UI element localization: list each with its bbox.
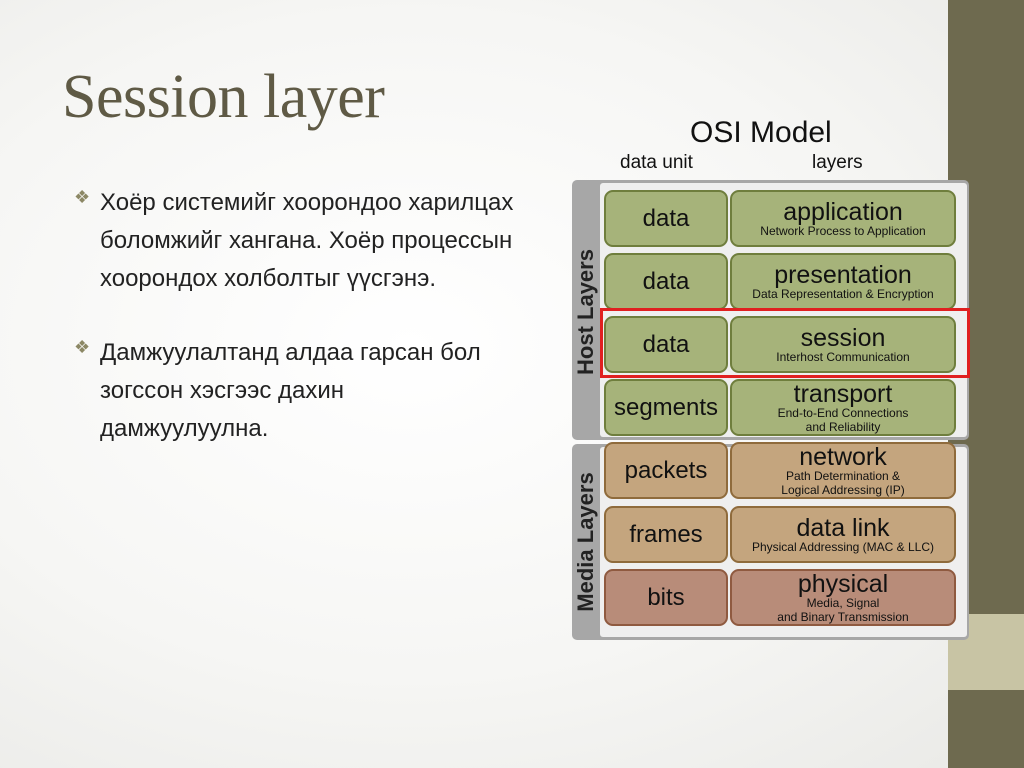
layer-name: transport: [793, 379, 893, 408]
layer-box-application: application Network Process to Applicati…: [730, 190, 956, 247]
layer-desc: Interhost Communication: [776, 349, 910, 364]
layer-name: application: [783, 197, 903, 226]
layer-desc: and Reliability: [805, 419, 881, 434]
media-layers-label: Media Layers: [573, 472, 598, 612]
layer-desc: Physical Addressing (MAC & LLC): [751, 539, 935, 554]
data-unit-box: segments: [604, 379, 728, 436]
bullet-text: Хоёр системийг хоорондоо харилцах боломж…: [100, 189, 514, 292]
data-unit-box: frames: [604, 506, 728, 563]
bullet-text: Дамжуулалтанд алдаа гарсан бол зогссон х…: [100, 339, 481, 442]
data-unit-box: data: [604, 316, 728, 373]
layers-header: layers: [812, 152, 863, 173]
layer-box-transport: transport End-to-End Connections and Rel…: [730, 379, 956, 436]
layer-desc: and Binary Transmission: [777, 609, 909, 624]
bullet-item: ❖ Хоёр системийг хоорондоо харилцах боло…: [74, 184, 514, 298]
data-unit-box: data: [604, 190, 728, 247]
layer-name: data link: [796, 513, 890, 542]
layer-box-physical: physical Media, Signal and Binary Transm…: [730, 569, 956, 626]
layer-name: network: [799, 442, 887, 471]
layer-desc: Media, Signal: [806, 595, 880, 610]
layer-name: session: [800, 323, 886, 352]
data-unit-header: data unit: [620, 152, 693, 173]
data-unit-box: bits: [604, 569, 728, 626]
diamond-bullet-icon: ❖: [74, 187, 91, 207]
layer-desc: Data Representation & Encryption: [752, 286, 934, 301]
layer-desc: Network Process to Application: [760, 223, 926, 238]
session-highlight-frame: [600, 308, 970, 378]
host-layers-label: Host Layers: [573, 249, 598, 375]
bullet-item: ❖ Дамжуулалтанд алдаа гарсан бол зогссон…: [74, 334, 514, 448]
data-unit-box: packets: [604, 442, 728, 499]
layer-desc: Logical Addressing (IP): [781, 482, 905, 497]
data-unit-box: data: [604, 253, 728, 310]
layer-box-network: network Path Determination & Logical Add…: [730, 442, 956, 499]
layer-box-data-link: data link Physical Addressing (MAC & LLC…: [730, 506, 956, 563]
layer-box-session: session Interhost Communication: [730, 316, 956, 373]
layer-name: physical: [797, 569, 889, 598]
layer-desc: Path Determination &: [785, 468, 901, 483]
layer-box-presentation: presentation Data Representation & Encry…: [730, 253, 956, 310]
osi-model-diagram: OSI Model data unit layers Host Layers M…: [560, 108, 980, 648]
layer-desc: End-to-End Connections: [777, 405, 909, 420]
osi-title: OSI Model: [690, 116, 832, 149]
diamond-bullet-icon: ❖: [74, 337, 91, 357]
slide-title: Session layer: [62, 63, 385, 131]
layer-name: presentation: [774, 260, 912, 289]
slide-body: ❖ Хоёр системийг хоорондоо харилцах боло…: [74, 184, 514, 484]
